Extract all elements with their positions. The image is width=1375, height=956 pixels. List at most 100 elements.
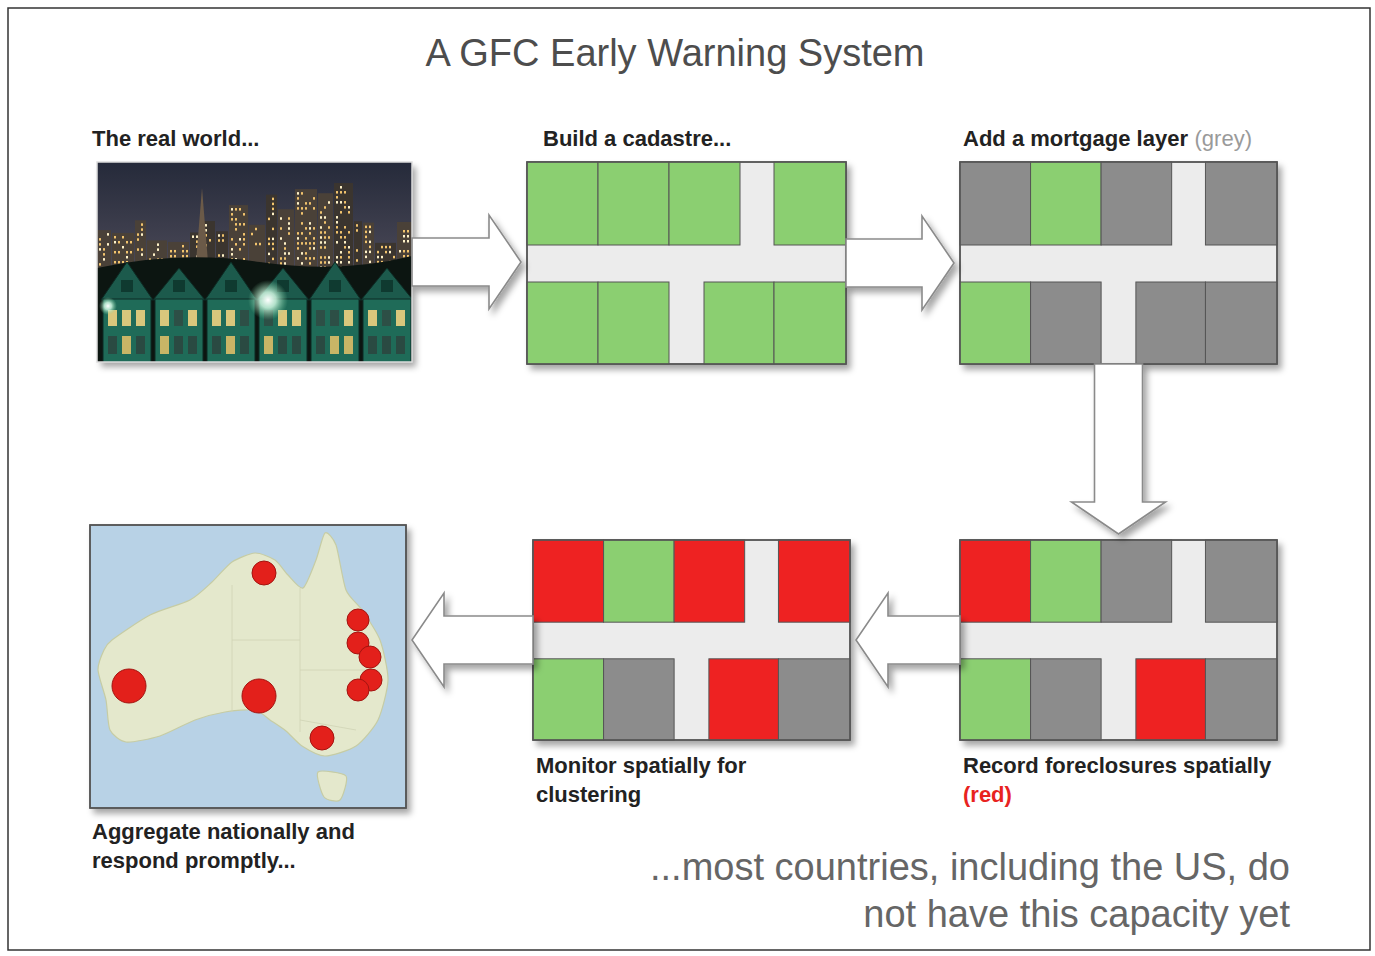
land-parcel xyxy=(669,162,740,245)
land-parcel xyxy=(704,282,774,364)
colour-key-note: (grey) xyxy=(1195,126,1252,151)
victorian-house xyxy=(309,262,361,362)
lit-window xyxy=(381,256,383,258)
lit-window xyxy=(309,242,311,245)
grid-border xyxy=(533,540,850,740)
lit-window xyxy=(381,246,383,249)
lit-window xyxy=(320,246,322,249)
lit-window xyxy=(297,247,299,250)
lit-window xyxy=(369,251,371,254)
land-parcel xyxy=(1031,659,1102,740)
lit-window xyxy=(255,243,257,246)
foreclosure-cluster xyxy=(112,669,146,703)
land-parcel xyxy=(598,282,669,364)
parcel-grid xyxy=(960,540,1277,740)
panel-label: Build a cadastre... xyxy=(543,126,731,151)
street-ground xyxy=(960,540,1277,740)
street-lamp-glow xyxy=(99,297,117,315)
lit-window xyxy=(365,256,367,259)
lit-window xyxy=(348,261,350,264)
lit-window xyxy=(280,262,282,265)
lit-window xyxy=(369,231,371,234)
lit-window xyxy=(403,230,405,233)
lit-window xyxy=(309,247,311,250)
lit-window xyxy=(301,222,303,225)
lit-window xyxy=(328,256,330,259)
land-parcel xyxy=(774,282,846,364)
lit-window xyxy=(340,236,342,239)
land-parcel xyxy=(533,659,604,740)
lit-window xyxy=(320,231,322,234)
lit-window xyxy=(170,250,172,253)
lit-window xyxy=(324,236,326,239)
lit-window xyxy=(301,252,303,255)
lit-window xyxy=(157,243,159,246)
lit-window xyxy=(369,246,371,249)
foreclosure-cluster xyxy=(242,679,276,713)
panel-caption: Record foreclosures spatially(red) xyxy=(963,752,1303,809)
lit-window xyxy=(231,238,233,241)
lit-window xyxy=(313,207,315,210)
lit-window xyxy=(336,241,338,244)
lit-window xyxy=(403,240,405,243)
lit-window xyxy=(313,197,315,200)
lit-window xyxy=(114,251,116,254)
lit-window xyxy=(356,224,358,227)
lit-window xyxy=(231,213,233,216)
lit-window xyxy=(231,218,233,221)
lit-window xyxy=(99,243,101,246)
lit-window xyxy=(114,236,116,239)
lit-window xyxy=(348,231,350,234)
lit-window xyxy=(313,237,315,240)
lit-window xyxy=(107,233,109,236)
mainland xyxy=(98,533,388,756)
lit-window xyxy=(407,235,409,238)
lit-window xyxy=(235,243,237,246)
lit-window xyxy=(196,235,198,238)
lit-window xyxy=(297,197,299,200)
photo-shadow xyxy=(97,162,412,362)
lit-window xyxy=(141,233,143,236)
lit-window xyxy=(272,258,274,261)
diagram-caption: ...most countries, including the US, do … xyxy=(618,844,1290,938)
land-parcel xyxy=(527,282,598,364)
panel-caption: Build a cadastre... xyxy=(543,125,731,154)
panel-caption: The real world... xyxy=(92,125,259,154)
lit-window xyxy=(126,256,128,259)
lit-window xyxy=(222,254,224,257)
australia-map xyxy=(90,525,406,808)
lit-window xyxy=(268,238,270,241)
lit-window xyxy=(103,253,105,256)
lit-window xyxy=(239,238,241,241)
lit-window xyxy=(137,233,139,236)
lit-window xyxy=(268,253,270,256)
lit-window xyxy=(243,213,245,216)
lit-window xyxy=(344,226,346,229)
tasmania xyxy=(317,771,346,801)
lit-window xyxy=(369,241,371,244)
lit-window xyxy=(369,226,371,229)
street-lamp-glow xyxy=(248,280,288,320)
lit-window xyxy=(301,192,303,195)
lit-window xyxy=(313,247,315,250)
lit-window xyxy=(328,226,330,229)
lit-window xyxy=(268,243,270,246)
lit-window xyxy=(320,226,322,229)
lit-window xyxy=(118,251,120,254)
lit-window xyxy=(174,255,176,257)
cadastre-panel: Build a cadastre... xyxy=(527,162,846,364)
lit-window xyxy=(385,251,387,254)
lit-window xyxy=(126,241,128,244)
block-arrow xyxy=(856,593,960,687)
lit-window xyxy=(272,228,274,231)
land-parcel xyxy=(960,659,1031,740)
land-parcel xyxy=(604,540,675,622)
lit-window xyxy=(365,231,367,234)
parcel-grid xyxy=(960,162,1277,364)
panel-caption: Monitor spatially for clustering xyxy=(536,752,776,809)
lit-window xyxy=(356,229,358,232)
lit-window xyxy=(288,252,290,255)
lit-window xyxy=(301,232,303,235)
lit-window xyxy=(141,253,143,256)
